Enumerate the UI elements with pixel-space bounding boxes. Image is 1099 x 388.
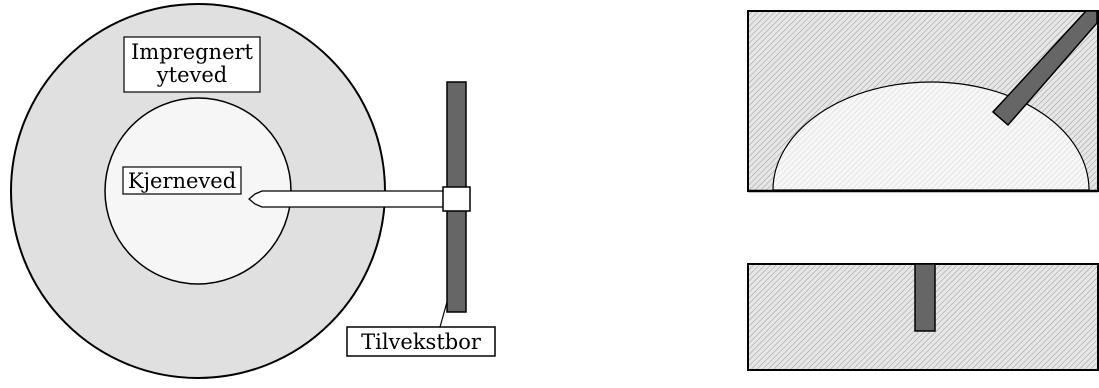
sample-core-plug [915,264,935,331]
sample-core-panel [748,264,1098,370]
borer-collar [443,187,470,211]
borer-shaft [249,191,446,207]
sapwood-label-line1: Impregnert [131,40,254,64]
borer-label-leader [440,302,447,327]
heartwood-label: Kjerneved [123,167,241,194]
borer-label: Tilvekstbor [347,327,495,356]
sapwood-label: Impregnert yteved [124,37,260,92]
heartwood-label-text: Kjerneved [128,169,236,193]
borer-label-text: Tilvekstbor [361,330,482,354]
sample-dome-panel [748,11,1098,191]
sapwood-label-line2: yteved [156,63,227,87]
